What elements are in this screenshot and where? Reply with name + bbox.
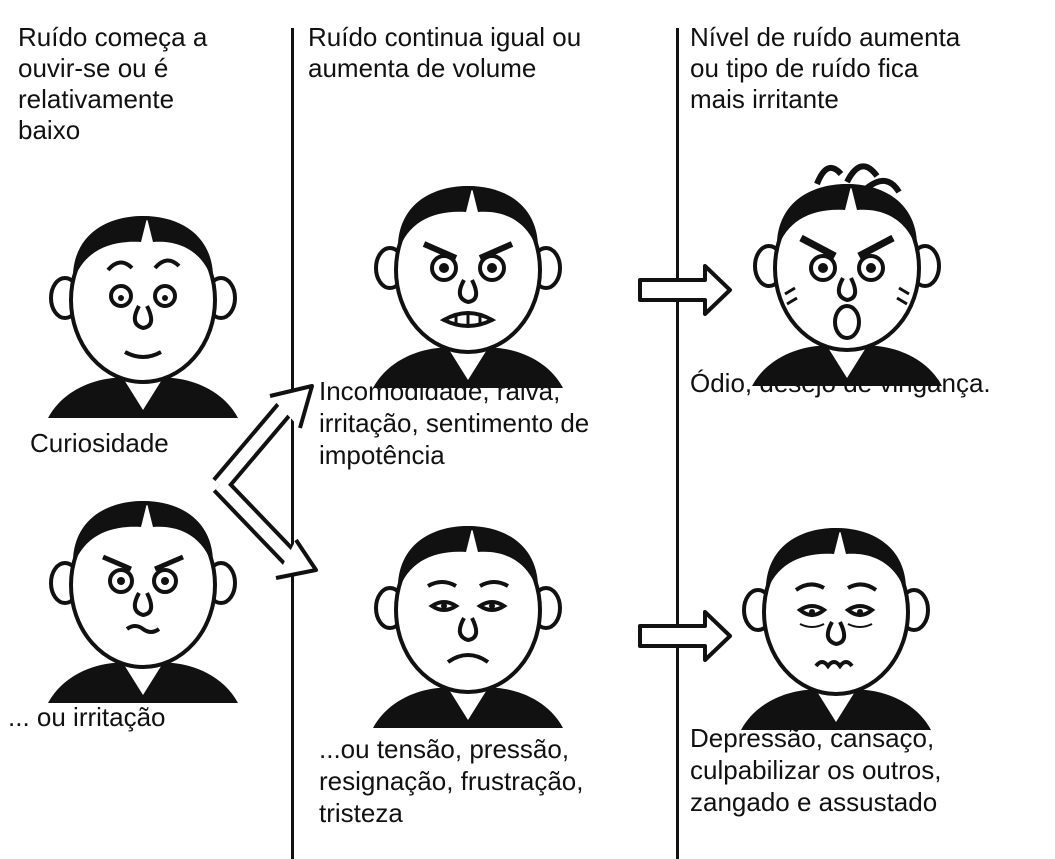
- reaction-label-line: culpabilizar os outros,: [690, 755, 942, 785]
- irritated-face-icon: [46, 499, 240, 705]
- column-2-header-line: aumenta de volume: [308, 53, 537, 83]
- reaction-label-line: irritação, sentimento de: [319, 408, 590, 438]
- reaction-label-line: tristeza: [319, 798, 403, 828]
- reaction-label-line: Curiosidade: [30, 428, 169, 458]
- reaction-label-depression: Depressão, cansaço, culpabilizar os outr…: [690, 722, 941, 818]
- reaction-label-line: zangado e assustado: [690, 787, 938, 817]
- column-3-header: Nível de ruído aumenta ou tipo de ruído …: [690, 22, 960, 115]
- branch-arrow-icon: [212, 384, 318, 580]
- column-1-header-line: baixo: [18, 115, 81, 145]
- column-2-header: Ruído continua igual ou aumenta de volum…: [308, 22, 581, 84]
- furious-face-icon: [750, 163, 944, 388]
- column-1-header: Ruído começa a ouvir-se ou é relativamen…: [18, 22, 207, 146]
- reaction-label-tension: ...ou tensão, pressão, resignação, frust…: [319, 733, 583, 829]
- reaction-label-curiosity: Curiosidade: [30, 428, 169, 459]
- curious-face-icon: [46, 214, 240, 420]
- reaction-label-line: impotência: [319, 440, 445, 470]
- column-divider-right: [676, 28, 679, 859]
- right-arrow-icon: [638, 264, 732, 316]
- column-3-header-line: mais irritante: [690, 84, 839, 114]
- column-1-header-line: relativamente: [18, 84, 175, 114]
- column-divider-left: [291, 28, 294, 859]
- column-1-header-line: ouvir-se ou é: [18, 53, 169, 83]
- depressed-face-icon: [739, 526, 933, 732]
- column-1-header-line: Ruído começa a: [18, 22, 208, 52]
- column-2-header-line: Ruído continua igual ou: [308, 22, 582, 52]
- reaction-label-irritation: ... ou irritação: [8, 702, 166, 733]
- column-3-header-line: ou tipo de ruído fica: [690, 53, 919, 83]
- angry-face-icon: [371, 184, 565, 390]
- reaction-label-line: ... ou irritação: [8, 702, 166, 732]
- right-arrow-icon: [638, 610, 732, 662]
- sad-face-icon: [371, 524, 565, 730]
- reaction-label-line: resignação, frustração,: [319, 766, 584, 796]
- column-3-header-line: Nível de ruído aumenta: [690, 22, 961, 52]
- reaction-label-line: ...ou tensão, pressão,: [319, 734, 570, 764]
